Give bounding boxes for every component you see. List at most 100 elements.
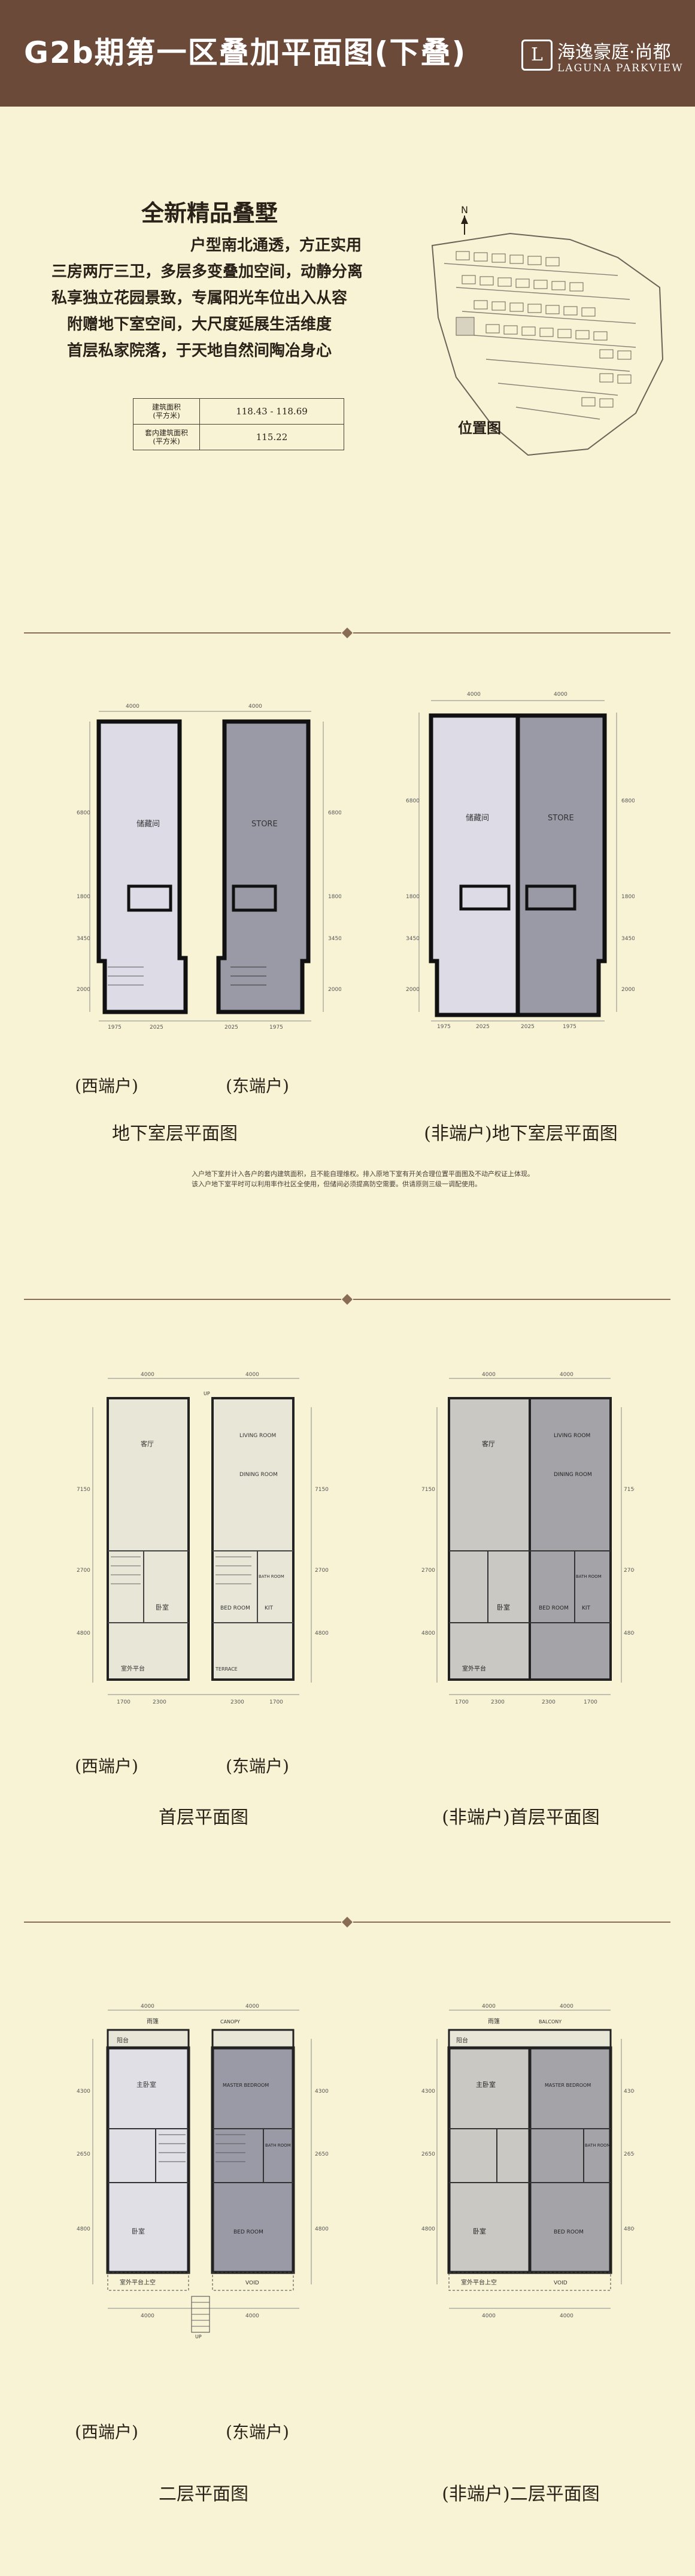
unit-label-west: (西端户) bbox=[75, 1756, 138, 1776]
brand-logo: L 海逸豪庭·尚都 LAGUNA PARKVIEW bbox=[521, 36, 682, 78]
up-label: UP bbox=[204, 1391, 210, 1396]
room-label-dining: DINING ROOM bbox=[239, 1472, 278, 1478]
dim-label: 4800 bbox=[315, 1631, 329, 1636]
basement-note: 入户地下室并计入各户的套内建筑面积，且不能自理维权。排入原地下室有开关合理位置平… bbox=[192, 1169, 534, 1189]
diamond-ornament-icon bbox=[342, 628, 353, 638]
dim-label: 2300 bbox=[230, 1699, 244, 1705]
unit-label-west: (西端户) bbox=[75, 2422, 138, 2442]
room-label-living: LIVING ROOM bbox=[239, 1433, 276, 1439]
room-label-kitchen: KIT bbox=[265, 1605, 274, 1611]
east-unit-outline bbox=[216, 719, 311, 1014]
area-value: 118.43 - 118.69 bbox=[199, 398, 344, 425]
diamond-ornament-icon bbox=[342, 1294, 353, 1305]
diamond-ornament-icon bbox=[342, 1917, 353, 1928]
dim-label: 4300 bbox=[421, 2089, 435, 2095]
dim-label: 2300 bbox=[491, 1699, 505, 1705]
dim-label: 1800 bbox=[621, 894, 635, 900]
table-row: 建筑面积(平方米) 118.43 - 118.69 bbox=[133, 398, 344, 425]
site-plan-label: 位置图 bbox=[458, 419, 501, 437]
plan-caption: (非端户)首层平面图 bbox=[442, 1807, 600, 1828]
logo-name-en: LAGUNA PARKVIEW bbox=[557, 62, 684, 74]
north-arrow-icon: N bbox=[461, 204, 468, 235]
room-label-bed: BED ROOM bbox=[554, 2229, 584, 2235]
dim-label: 2300 bbox=[153, 1699, 166, 1705]
dim-label: 1700 bbox=[584, 1699, 597, 1705]
room-label-canopy: 雨篷 bbox=[147, 2017, 159, 2025]
west-unit-outline bbox=[107, 1397, 190, 1681]
dim-label: 1975 bbox=[437, 1024, 451, 1030]
section-divider bbox=[24, 1293, 670, 1305]
west-unit-outline bbox=[106, 2046, 190, 2274]
room-label-balcony: BALCONY bbox=[539, 2019, 562, 2025]
dim-label: 1975 bbox=[108, 1025, 122, 1030]
dim-label: 2700 bbox=[315, 1568, 329, 1574]
up-label: UP bbox=[195, 2334, 202, 2338]
area-label: 套内建筑面积(平方米) bbox=[133, 424, 200, 450]
room-label-master: 主卧室 bbox=[136, 2080, 156, 2089]
note-line: 入户地下室并计入各户的套内建筑面积，且不能自理维权。排入原地下室有开关合理位置平… bbox=[192, 1170, 534, 1178]
dim-label: 1800 bbox=[328, 894, 341, 900]
feature-line: 首层私家院落，于天地自然间陶冶身心 bbox=[67, 342, 332, 360]
dim-label: 4000 bbox=[126, 704, 139, 710]
east-half-outline bbox=[528, 2046, 612, 2274]
dim-label: 4800 bbox=[421, 2226, 435, 2232]
dim-label: 2700 bbox=[77, 1568, 90, 1574]
basement-middle-unit-plan: 4000 4000 6800 1800 3450 2000 6800 1800 … bbox=[406, 692, 635, 1030]
dim-label: 6800 bbox=[77, 810, 90, 816]
dim-label: 6800 bbox=[328, 810, 341, 816]
basement-end-unit-plan: 4000 4000 6800 1800 3450 2000 6800 1800 … bbox=[77, 704, 341, 1030]
west-half-outline bbox=[447, 2046, 532, 2274]
east-unit-outline bbox=[211, 1397, 295, 1681]
dim-label: 4000 bbox=[482, 1372, 496, 1378]
dim-label: 4300 bbox=[77, 2089, 90, 2095]
dim-label: 1700 bbox=[117, 1699, 130, 1705]
logo-mark-icon: L bbox=[521, 40, 553, 71]
plan-caption: (非端户)地下室层平面图 bbox=[424, 1123, 618, 1144]
room-label-kitchen: KIT bbox=[582, 1605, 591, 1611]
table-row: 套内建筑面积(平方米) 115.22 bbox=[133, 424, 344, 450]
section-divider bbox=[24, 627, 670, 639]
room-label-bath: BATH ROOM bbox=[265, 2143, 291, 2148]
plan-caption: (非端户)二层平面图 bbox=[442, 2484, 600, 2505]
east-half-outline bbox=[529, 1397, 612, 1681]
room-label-void: VOID bbox=[245, 2280, 259, 2286]
room-label-living: 客厅 bbox=[482, 1439, 495, 1448]
dim-label: 4800 bbox=[77, 1631, 90, 1636]
dim-label: 3450 bbox=[77, 936, 90, 942]
dim-label: 2000 bbox=[621, 987, 635, 993]
dim-label: 4000 bbox=[554, 692, 567, 698]
unit-label-east: (东端户) bbox=[226, 1756, 289, 1776]
plan-caption: 地下室层平面图 bbox=[112, 1123, 238, 1144]
feature-line: 附赠地下室空间，大尺度延展生活维度 bbox=[67, 316, 332, 334]
dim-label: 1975 bbox=[269, 1025, 283, 1030]
dim-label: 1700 bbox=[269, 1699, 283, 1705]
feature-line: 三房两厅三卫，多层多变叠加空间，动静分离 bbox=[51, 263, 363, 281]
area-value: 115.22 bbox=[199, 424, 344, 450]
dim-label: 4000 bbox=[245, 1372, 259, 1378]
room-label-balcony: 阳台 bbox=[456, 2036, 468, 2044]
room-label-bed: 卧室 bbox=[132, 2227, 145, 2235]
west-half-outline bbox=[429, 713, 520, 1017]
west-unit-outline bbox=[96, 719, 188, 1014]
dim-label: 2025 bbox=[150, 1025, 163, 1030]
room-label-void: VOID bbox=[554, 2280, 567, 2286]
intro-title: 全新精品叠墅 bbox=[141, 200, 278, 226]
room-label-canopy: CANOPY bbox=[220, 2019, 240, 2025]
site-plan-map: N bbox=[431, 204, 664, 456]
dim-label: 2700 bbox=[624, 1568, 635, 1574]
room-label-living: 客厅 bbox=[141, 1439, 154, 1448]
dim-label: 4800 bbox=[315, 2226, 329, 2232]
room-label-bed: BED ROOM bbox=[233, 2229, 263, 2235]
dim-label: 4000 bbox=[245, 2004, 259, 2010]
ground-floor-middle-unit-plan: 4000 4000 7150 2700 4800 7150 2700 4800 … bbox=[421, 1372, 635, 1705]
dim-label: 2025 bbox=[476, 1024, 490, 1030]
dim-label: 4000 bbox=[560, 2313, 573, 2319]
room-label-store: STORE bbox=[251, 820, 278, 829]
dim-label: 1800 bbox=[77, 894, 90, 900]
dim-label: 2650 bbox=[421, 2151, 435, 2157]
room-label-store: 储藏间 bbox=[136, 820, 160, 829]
dim-label: 2000 bbox=[406, 987, 420, 993]
note-line: 该入户地下室平时可以利用率作社区全使用，但储间必须提高防空需要。供请原则三级一调… bbox=[192, 1180, 481, 1188]
unit-label-east: (东端户) bbox=[226, 2422, 289, 2442]
dim-label: 7150 bbox=[421, 1487, 435, 1493]
